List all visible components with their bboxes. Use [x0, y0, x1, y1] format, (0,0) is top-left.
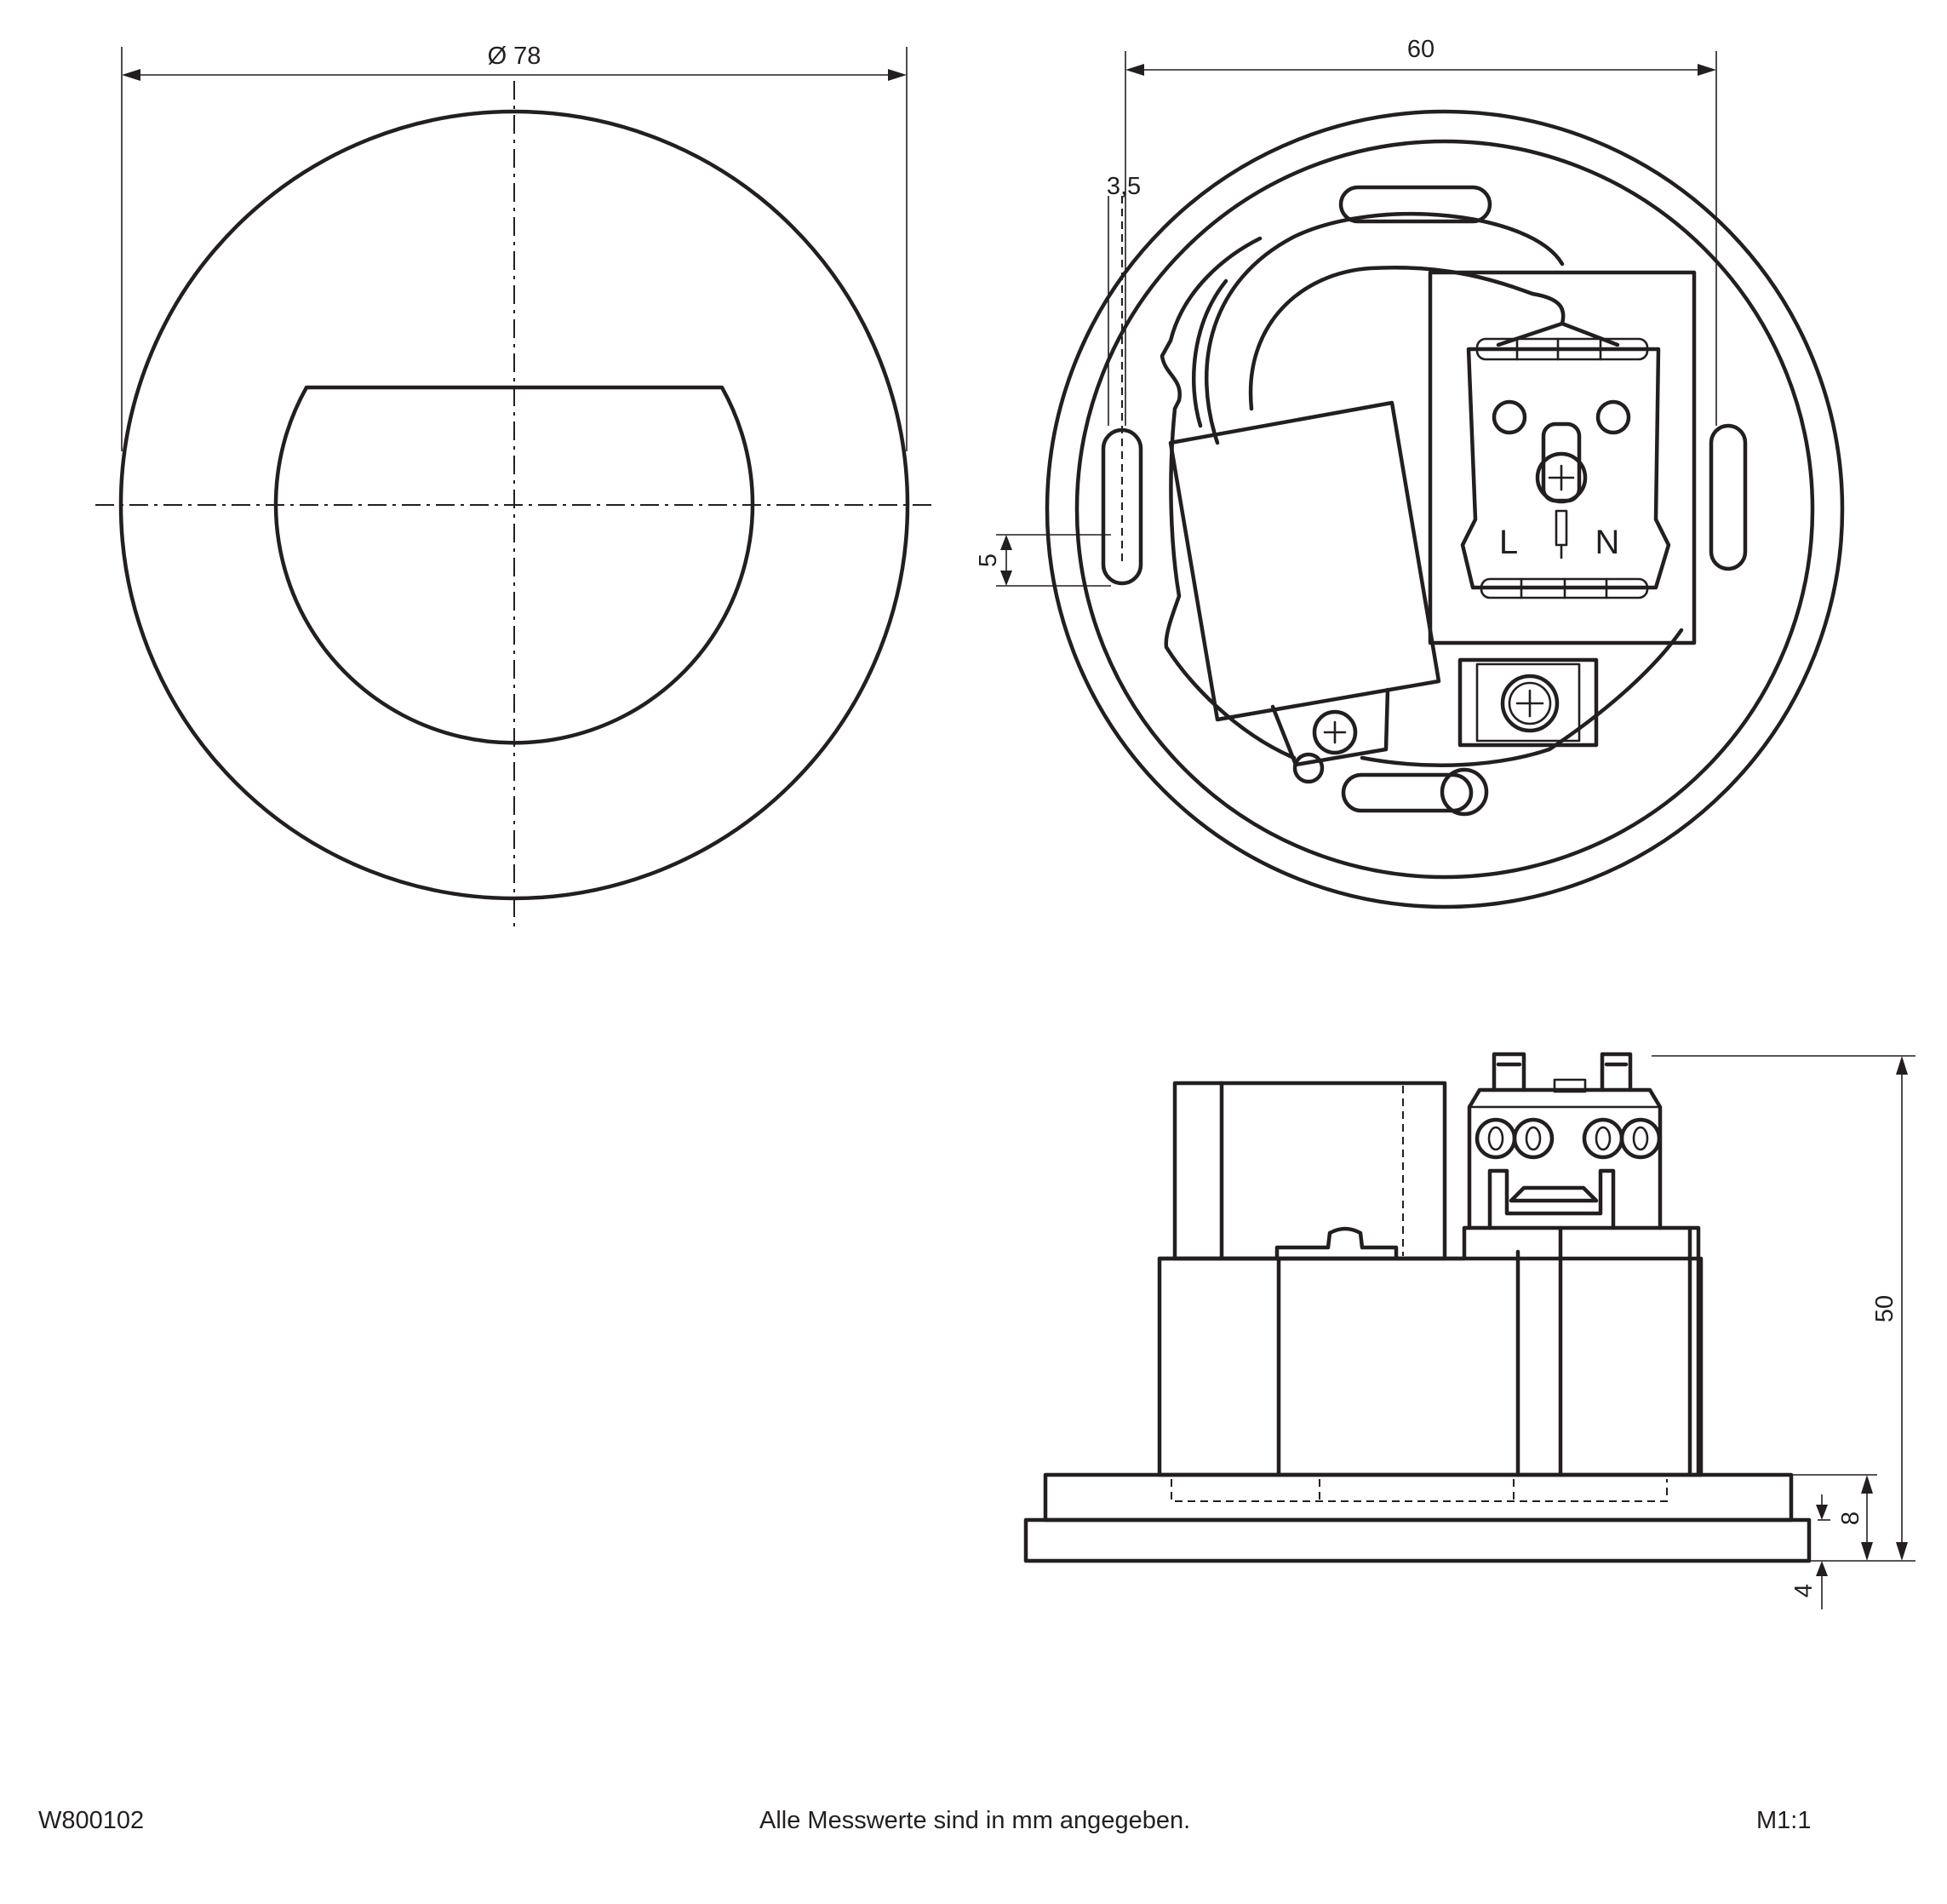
- back-view: L N: [1045, 109, 1845, 909]
- terminal-hole-right: [1595, 399, 1631, 435]
- driver-side: [1172, 1081, 1447, 1261]
- slot-offset-label: 3,5: [1107, 173, 1141, 200]
- slot-end-bottom: [1440, 767, 1489, 817]
- flange-hidden-recess: [1171, 1479, 1668, 1502]
- cover-thickness-dimension: 4: [1790, 1494, 1830, 1609]
- earth-screw: [1500, 674, 1560, 733]
- back-inner-ring: [1074, 139, 1815, 880]
- diameter-dimension: Ø 78: [121, 43, 908, 451]
- measurement-note: Alle Messwerte sind in mm angegeben.: [759, 1807, 1191, 1834]
- flange-height-dimension: 8: [1791, 1474, 1877, 1561]
- driver-box: [1168, 400, 1441, 722]
- cover-plate: [1023, 1517, 1812, 1563]
- front-view: [95, 81, 935, 928]
- wire-inner: [1248, 266, 1535, 411]
- terminal-side: [1467, 1087, 1663, 1230]
- total-height-label: 50: [1871, 1295, 1898, 1322]
- scale-label: M1:1: [1756, 1807, 1812, 1834]
- diameter-dimension-label: Ø 78: [488, 43, 541, 70]
- driver-clamp: [1270, 687, 1390, 767]
- housing-body: [1157, 1256, 1704, 1477]
- side-view: [1023, 1052, 1812, 1563]
- terminal-hole-left: [1492, 399, 1527, 435]
- terminal-housing: [1428, 270, 1697, 645]
- slot-height-label: 5: [975, 553, 1002, 567]
- driver-clamp-tip: [1292, 752, 1325, 784]
- wire-left: [1192, 278, 1228, 428]
- mounting-slot-bottom: [1341, 772, 1474, 813]
- terminal-label-neutral: N: [1595, 524, 1620, 561]
- flange: [1043, 1472, 1794, 1523]
- earth-screw-block: [1457, 657, 1599, 748]
- wire-outer: [1204, 211, 1565, 445]
- inner-housing-contour: [1160, 236, 1684, 767]
- driver-side-tab: [1274, 1226, 1399, 1261]
- mounting-slot-top: [1338, 185, 1492, 224]
- cover-thickness-label: 4: [1790, 1584, 1818, 1597]
- slot-offset-dimension: 3,5: [1107, 173, 1141, 562]
- mounting-slot-right: [1709, 423, 1748, 571]
- total-height-dimension: 50: [1652, 1055, 1916, 1562]
- housing-step: [1157, 1225, 1701, 1477]
- width-dimension-label: 60: [1407, 36, 1434, 63]
- slot-height-dimension: 5: [975, 534, 1111, 587]
- terminal-screw: [1535, 451, 1588, 504]
- back-outer-ring: [1045, 109, 1845, 909]
- driver-screw: [1312, 709, 1358, 755]
- terminal-block: [1460, 347, 1671, 590]
- flange-height-label: 8: [1837, 1511, 1864, 1525]
- width-dimension: 60: [1125, 36, 1717, 426]
- terminal-label-live: L: [1499, 524, 1518, 561]
- article-number: W800102: [38, 1807, 145, 1834]
- light-aperture: [273, 385, 755, 745]
